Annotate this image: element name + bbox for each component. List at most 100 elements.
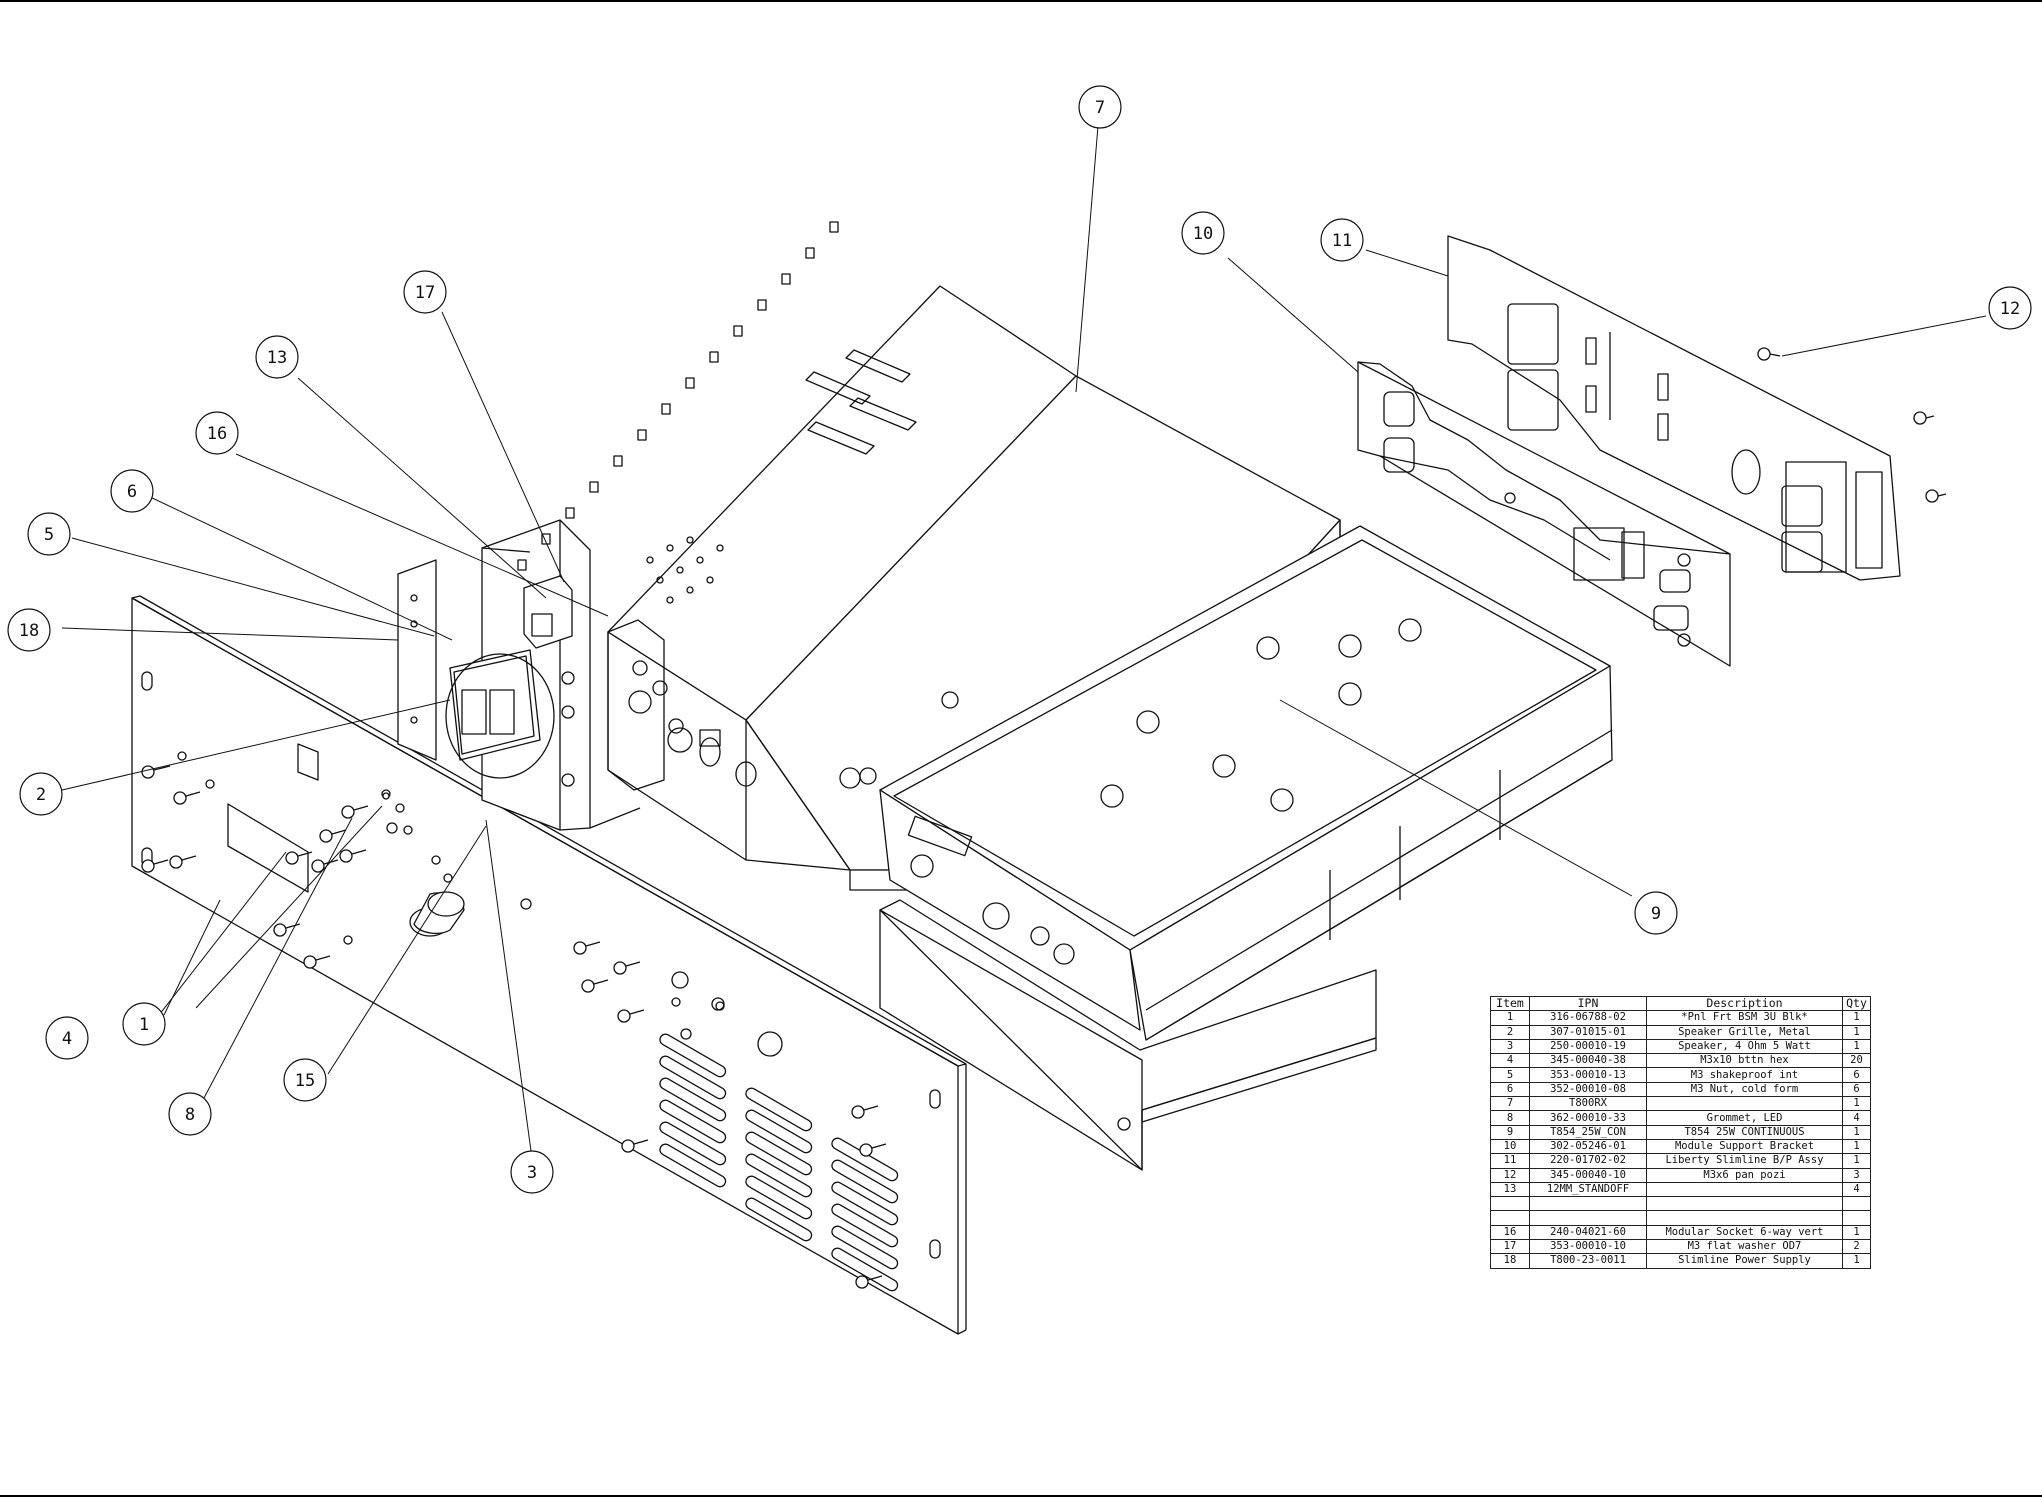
bom-cell-qty: 6	[1842, 1067, 1871, 1083]
bom-cell-ipn: 353-00010-13	[1529, 1067, 1647, 1083]
bom-cell-description	[1646, 1210, 1843, 1226]
bom-cell-item: 11	[1490, 1153, 1530, 1169]
bom-cell-item: 13	[1490, 1181, 1530, 1198]
svg-text:13: 13	[267, 348, 287, 368]
bom-cell-item: 3	[1490, 1038, 1530, 1055]
bom-cell-ipn: 362-00010-33	[1529, 1110, 1647, 1126]
bom-cell-item: 10	[1490, 1138, 1530, 1155]
backplane-assembly	[1447, 235, 1901, 581]
bom-cell-item: 12	[1490, 1167, 1530, 1183]
bom-cell-description: M3 flat washer OD7	[1646, 1239, 1843, 1255]
callout-11: 11	[1320, 218, 1364, 262]
callout-16: 16	[195, 411, 239, 455]
bom-header-ipn: IPN	[1529, 995, 1647, 1012]
callout-18: 18	[7, 608, 51, 652]
receiver-module	[517, 221, 1341, 891]
bom-cell-item: 8	[1490, 1110, 1530, 1126]
bom-cell-qty: 1	[1842, 1253, 1871, 1269]
svg-text:4: 4	[62, 1029, 72, 1049]
bom-cell-description	[1646, 1181, 1843, 1198]
bom-cell-qty: 20	[1842, 1053, 1871, 1069]
pan-screws	[1757, 347, 1947, 503]
bom-cell-description	[1646, 1096, 1843, 1112]
callout-17: 17	[403, 270, 447, 314]
bom-cell-ipn: 345-00040-10	[1529, 1167, 1647, 1183]
module-support-bracket	[879, 899, 1377, 1171]
bom-cell-qty	[1842, 1196, 1871, 1212]
table-row	[1490, 1196, 1871, 1212]
callout-6: 6	[110, 469, 154, 513]
top-border	[0, 0, 2042, 2]
svg-text:11: 11	[1332, 231, 1352, 251]
svg-text:5: 5	[44, 525, 54, 545]
bom-header-qty: Qty	[1842, 995, 1871, 1012]
svg-text:15: 15	[295, 1071, 315, 1091]
bom-cell-ipn: 220-01702-02	[1529, 1153, 1647, 1169]
bom-cell-description: Module Support Bracket	[1646, 1138, 1843, 1155]
bom-cell-ipn	[1529, 1196, 1647, 1212]
bom-cell-qty: 1	[1842, 1153, 1871, 1169]
callout-13: 13	[255, 335, 299, 379]
bom-cell-qty: 3	[1842, 1167, 1871, 1183]
bom-cell-qty: 4	[1842, 1181, 1871, 1198]
bom-cell-item: 4	[1490, 1053, 1530, 1069]
bom-cell-description: M3x10 bttn hex	[1646, 1053, 1843, 1069]
bom-cell-item: 18	[1490, 1253, 1530, 1269]
svg-text:17: 17	[415, 283, 435, 303]
bom-cell-description: T854 25W CONTINUOUS	[1646, 1124, 1843, 1140]
callout-5: 5	[27, 512, 71, 556]
bom-cell-item: 6	[1490, 1081, 1530, 1098]
callout-15: 15	[283, 1058, 327, 1102]
bom-cell-item: 7	[1490, 1096, 1530, 1112]
bom-cell-description	[1646, 1196, 1843, 1212]
callout-9: 9	[1634, 891, 1678, 935]
bom-cell-description: Speaker Grille, Metal	[1646, 1024, 1843, 1040]
panel-screws	[141, 765, 887, 1289]
bom-cell-ipn: 352-00010-08	[1529, 1081, 1647, 1098]
svg-text:8: 8	[185, 1105, 195, 1125]
bom-cell-qty: 1	[1842, 1224, 1871, 1241]
bom-cell-item: 17	[1490, 1239, 1530, 1255]
svg-text:6: 6	[127, 482, 137, 502]
power-amplifier-module	[879, 525, 1613, 1041]
bom-cell-item	[1490, 1210, 1530, 1226]
bom-cell-item: 5	[1490, 1067, 1530, 1083]
svg-text:9: 9	[1651, 904, 1661, 924]
bom-cell-ipn: 240-04021-60	[1529, 1224, 1647, 1241]
leader-lines	[61, 125, 1987, 1152]
bom-cell-description: M3x6 pan pozi	[1646, 1167, 1843, 1183]
bom-cell-qty: 1	[1842, 1010, 1871, 1026]
bom-cell-description: Modular Socket 6-way vert	[1646, 1224, 1843, 1241]
bom-cell-ipn: 250-00010-19	[1529, 1038, 1647, 1055]
callout-3: 3	[510, 1150, 554, 1194]
svg-text:16: 16	[207, 424, 227, 444]
bom-cell-ipn: 316-06788-02	[1529, 1010, 1647, 1026]
svg-text:3: 3	[527, 1163, 537, 1183]
backplane-bracket	[1357, 361, 1731, 667]
callout-1: 1	[122, 1002, 166, 1046]
svg-text:10: 10	[1193, 224, 1213, 244]
bom-cell-ipn: T854_25W_CON	[1529, 1124, 1647, 1140]
svg-text:7: 7	[1095, 98, 1105, 118]
bom-cell-ipn: 345-00040-38	[1529, 1053, 1647, 1069]
bom-header-row: Item IPN Description Qty	[1490, 995, 1871, 1012]
bom-cell-description: *Pnl Frt BSM 3U Blk*	[1646, 1010, 1843, 1026]
callout-balloons: 1 2 3 4 5 6 7 8 9 10 11 12 13 15 16 17 1…	[7, 85, 2032, 1194]
speaker-louvres	[659, 1033, 899, 1292]
front-panel	[131, 595, 967, 1335]
bom-cell-description: Slimline Power Supply	[1646, 1253, 1843, 1269]
